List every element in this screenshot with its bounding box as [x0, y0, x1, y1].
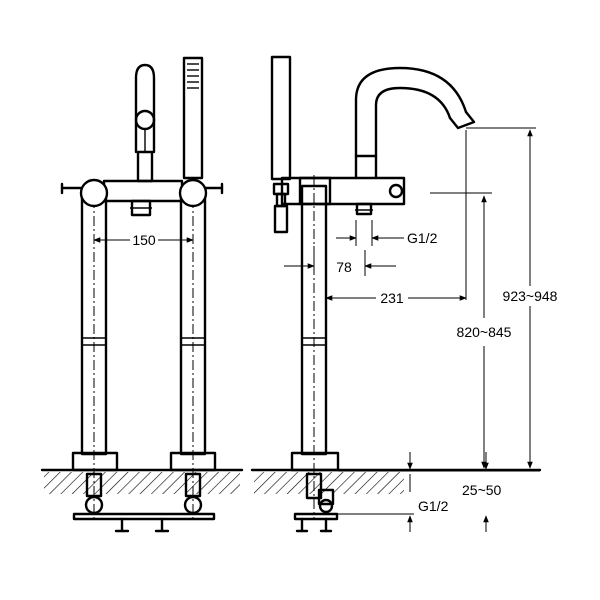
- front-spout-column: [134, 63, 156, 183]
- dimension-78-label: 78: [336, 259, 352, 275]
- dimension-150-label: 150: [132, 232, 156, 248]
- dimension-25-50: 25~50: [407, 452, 502, 532]
- side-hand-shower: [270, 55, 300, 234]
- side-extension-lines: [313, 127, 540, 515]
- dimension-g12-top-label: G1/2: [407, 230, 438, 246]
- dimension-923-948: 923~948: [503, 129, 558, 469]
- side-riser: [290, 175, 340, 520]
- dimension-231-label: 231: [380, 290, 404, 306]
- dimension-820-845-label: 820~845: [457, 324, 512, 340]
- dimension-g12-bottom: G1/2: [418, 498, 449, 514]
- dimension-25-50-label: 25~50: [462, 482, 502, 498]
- side-view: G1/2 78 231 820~845 923~948: [250, 55, 558, 533]
- dimension-g12-top: G1/2: [336, 230, 438, 246]
- dimension-g12-bottom-label: G1/2: [418, 498, 449, 514]
- front-view: 150: [40, 56, 244, 533]
- front-hand-shower: [182, 56, 204, 180]
- front-mixer-body: [60, 178, 224, 217]
- dimension-923-948-label: 923~948: [503, 288, 558, 304]
- dimension-78: 78: [284, 259, 396, 275]
- dimension-150: 150: [93, 232, 194, 248]
- side-mixer-body: [280, 176, 406, 216]
- side-spout: [354, 66, 476, 180]
- dimension-231: 231: [325, 290, 467, 306]
- side-underfloor-connector: [293, 472, 339, 533]
- front-floor: [40, 468, 244, 494]
- front-left-riser: [71, 196, 119, 472]
- front-underfloor-connectors: [72, 472, 216, 533]
- dimension-820-845: 820~845: [457, 195, 512, 469]
